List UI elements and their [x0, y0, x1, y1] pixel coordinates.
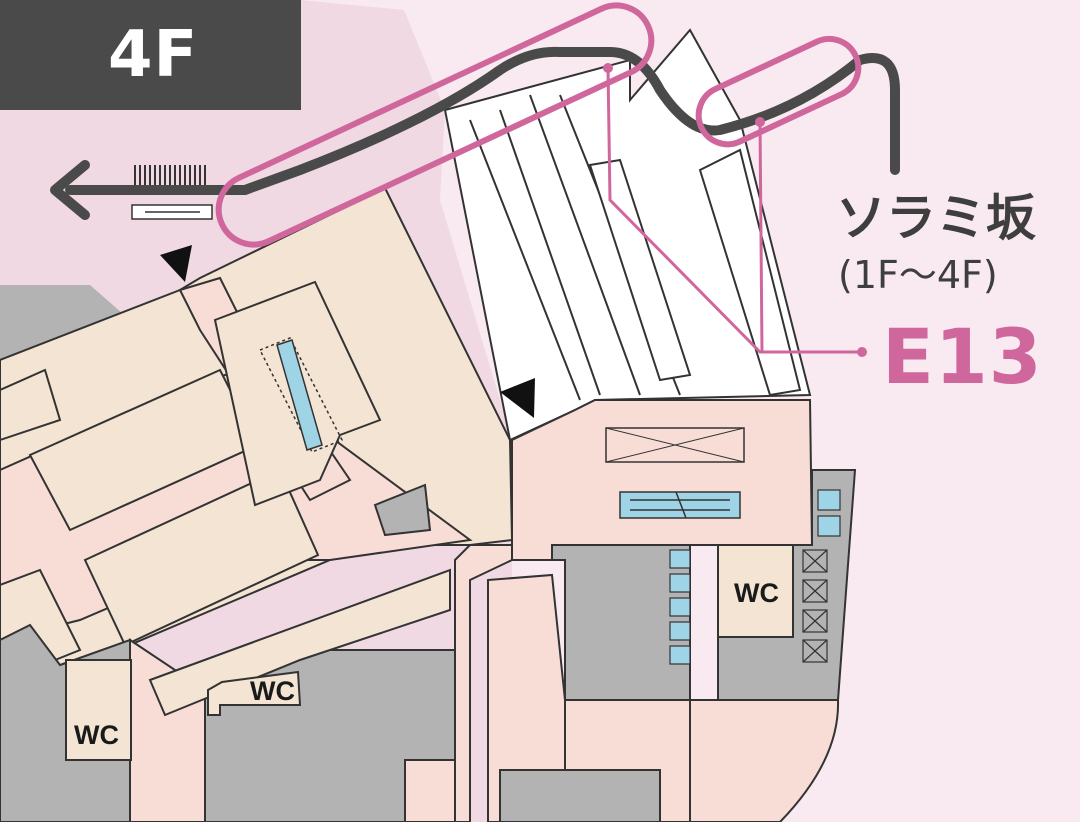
wc-label: WC	[734, 578, 779, 608]
locker-icon	[669, 489, 841, 665]
shop-unit-2	[83, 468, 320, 647]
leader-line-2	[758, 121, 764, 353]
building-gray-small	[373, 483, 432, 537]
floor-label: 4F	[0, 0, 301, 110]
wc-label: WC	[74, 720, 119, 750]
elevator-icon	[258, 337, 344, 453]
exit-code: E13	[882, 312, 1043, 401]
crossed-box-icon	[802, 549, 828, 663]
shop-unit-4	[0, 368, 62, 442]
building-gray-e	[551, 544, 691, 701]
place-name: ソラミ坂	[836, 189, 1036, 247]
left-arrow-icon	[50, 160, 90, 220]
highlight-escalator-east	[695, 35, 862, 148]
shop-unit-6	[148, 568, 451, 717]
wc-room-3	[717, 544, 794, 638]
entrance-triangle-icon	[160, 245, 192, 282]
highlight-escalator-west	[215, 2, 655, 248]
leader-line-1	[606, 67, 860, 354]
wc-room-1	[65, 659, 132, 761]
escalator-icon	[619, 491, 741, 519]
wc-room-2	[207, 670, 302, 716]
wc-label: WC	[250, 676, 295, 706]
corridor-south-2	[454, 544, 513, 822]
entrance-triangle-icon	[500, 378, 535, 418]
concourse-east	[511, 399, 814, 561]
place-floor-range: (1F〜4F)	[838, 253, 998, 297]
